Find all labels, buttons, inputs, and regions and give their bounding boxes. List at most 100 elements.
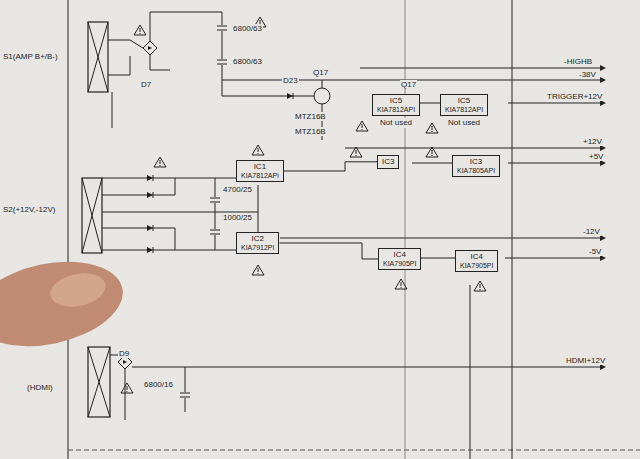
border-dash	[68, 450, 640, 451]
signal-label: D9	[118, 349, 130, 358]
warning-dot	[257, 273, 258, 274]
signal-label: 6800/16	[143, 380, 174, 389]
warning-dot	[431, 155, 432, 156]
wire	[222, 12, 223, 96]
warning-mark	[140, 28, 141, 32]
warning-mark	[127, 386, 128, 390]
capacitor-gap	[180, 392, 190, 398]
warning-triangle	[426, 123, 438, 133]
capacitor-plate	[210, 234, 220, 235]
capacitor-gap	[210, 229, 220, 235]
warning-mark	[258, 268, 259, 272]
warning-triangle	[134, 25, 146, 35]
connector-cross	[82, 178, 102, 253]
transistor-symbol	[314, 88, 330, 104]
diode-body	[147, 175, 153, 181]
finger-nail	[47, 269, 108, 312]
finger-skin	[0, 249, 131, 359]
capacitor-plate	[217, 26, 227, 27]
label-text: IC2	[241, 234, 274, 244]
warning-mark	[401, 282, 402, 286]
wire	[108, 40, 130, 41]
warning-outline	[121, 383, 133, 393]
bridge-body	[143, 41, 157, 55]
capacitor-gap	[210, 197, 220, 203]
warning-dot	[400, 287, 401, 288]
warning-outline	[154, 157, 166, 167]
wire-path	[279, 243, 378, 259]
wire	[222, 96, 314, 97]
wire	[508, 103, 600, 104]
signal-label: 1000/25	[222, 213, 253, 222]
label-text: IC5	[445, 96, 483, 106]
label-text: KIA7905PI	[460, 262, 493, 270]
warning-mark	[480, 284, 481, 288]
wire	[110, 355, 118, 356]
bridge-rectifier	[143, 41, 157, 55]
warning-dot	[257, 153, 258, 154]
wire	[345, 148, 600, 149]
warning-triangle	[356, 121, 368, 131]
wire	[505, 258, 600, 259]
connector-cross	[88, 347, 110, 417]
arrow-head	[600, 77, 606, 83]
connector-cross	[82, 178, 102, 253]
label-text: IC3	[457, 157, 495, 167]
signal-label: HDMI+12V	[565, 356, 606, 365]
wire	[360, 68, 600, 69]
wire	[512, 0, 513, 459]
warning-dot	[126, 391, 127, 392]
capacitor-plate	[180, 397, 190, 398]
label-text: IC5	[377, 96, 415, 106]
signal-label: S2(+12V,-12V)	[2, 205, 56, 214]
signal-label: D23	[282, 76, 299, 85]
signal-label: 6800/63	[232, 24, 263, 33]
signal-label: 4700/25	[222, 185, 253, 194]
label-text: KIA7805API	[457, 167, 495, 175]
capacitor-plate	[217, 60, 227, 61]
warning-outline	[426, 147, 438, 157]
diode-bar	[153, 175, 154, 181]
capacitor-plate	[217, 64, 227, 65]
label-text: KIA7812API	[445, 106, 483, 114]
warning-triangle	[395, 279, 407, 289]
wire	[150, 70, 170, 71]
signal-label: +5V	[588, 152, 604, 161]
signal-label: MTZ16B	[294, 112, 327, 121]
warning-outline	[252, 265, 264, 275]
diode-symbol	[147, 225, 153, 231]
capacitor-gap	[217, 59, 227, 65]
capacitor-symbol	[180, 392, 190, 398]
capacitor-symbol	[210, 229, 220, 235]
arrow-head	[600, 65, 606, 71]
diode-symbol	[287, 93, 293, 99]
warning-mark	[432, 126, 433, 130]
signal-label: Q17	[312, 68, 329, 77]
signal-label: D7	[140, 80, 152, 89]
label-text: KIA7912PI	[241, 244, 274, 252]
wire	[125, 369, 126, 420]
label-text: KIA7905PI	[383, 260, 416, 268]
connector-cross	[88, 347, 110, 417]
capacitor-plate	[210, 202, 220, 203]
connector-cross	[88, 22, 108, 92]
ic-box: IC5KIA7812APINot used	[440, 94, 488, 116]
label-text: IC4	[460, 252, 493, 262]
label-text: IC3	[382, 157, 394, 167]
wire	[102, 250, 236, 251]
ic-box: IC4KIA7905PI	[455, 250, 498, 272]
signal-label: -HIGHB	[563, 57, 593, 66]
capacitor-gap	[217, 25, 227, 31]
warning-dot	[159, 165, 160, 166]
signal-label: 6800/63	[232, 57, 263, 66]
warning-dot	[431, 131, 432, 132]
capacitor-plate	[180, 393, 190, 394]
diode-body	[147, 192, 153, 198]
wire	[322, 80, 323, 88]
note-holder: Not used	[441, 118, 487, 128]
wire	[150, 55, 151, 70]
warning-outline	[356, 121, 368, 131]
connector-body	[82, 178, 102, 253]
label-text: KIA7812APi	[241, 172, 279, 180]
diode-body	[147, 247, 153, 253]
